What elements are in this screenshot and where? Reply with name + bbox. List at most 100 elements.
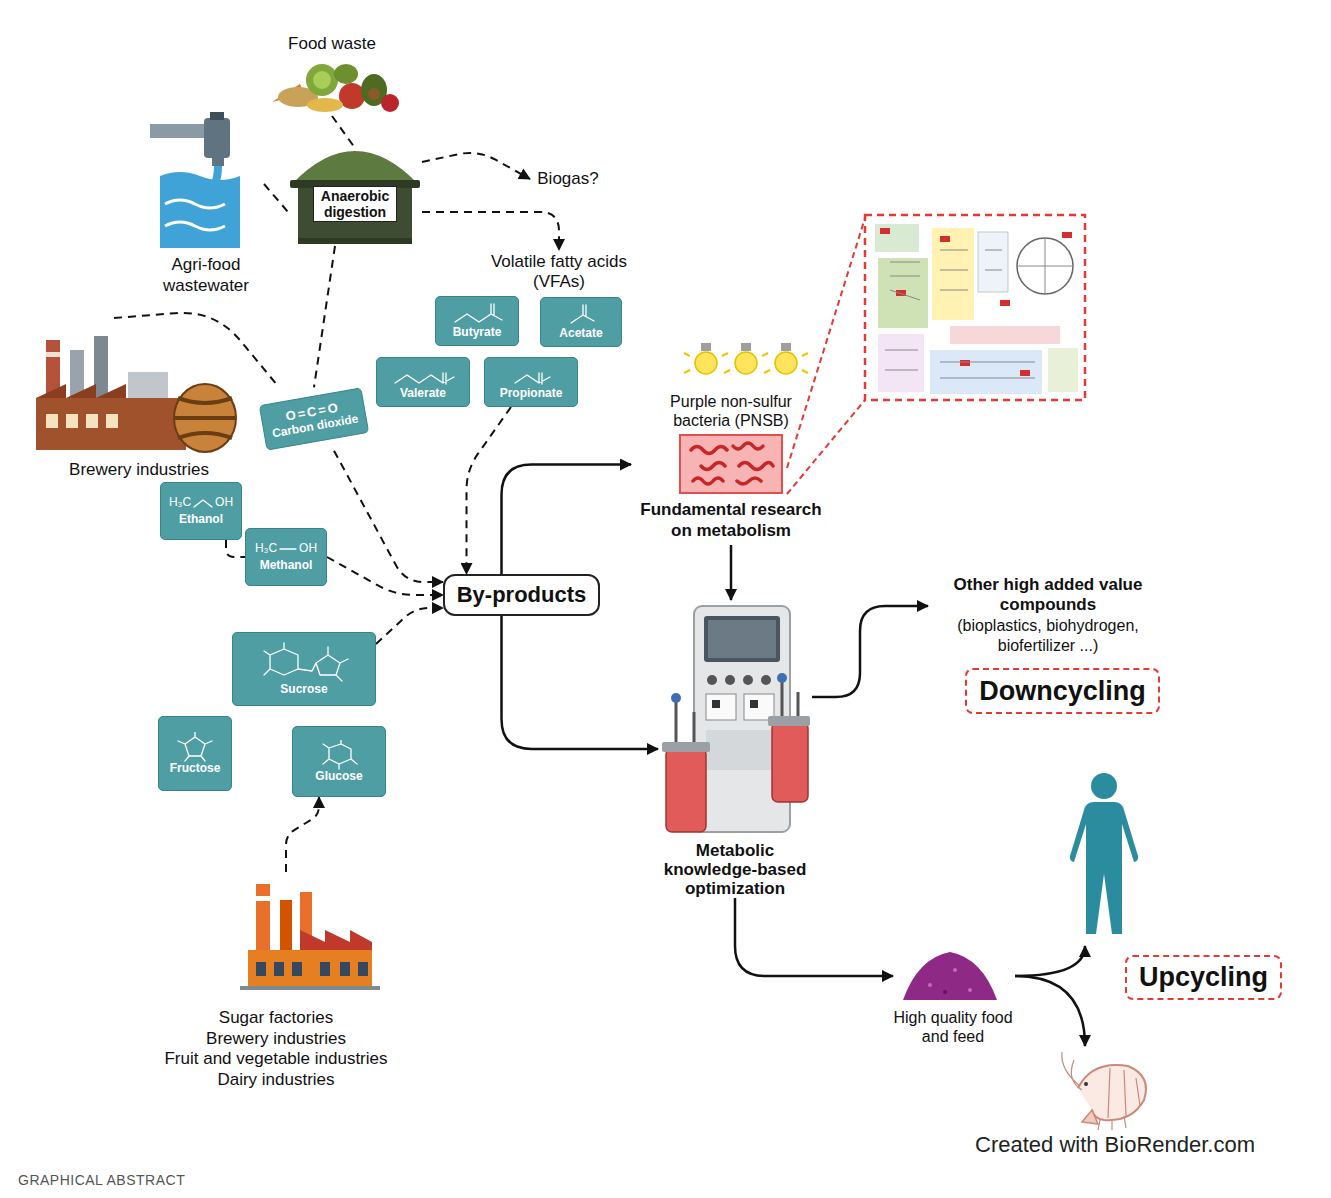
shrimp-figure-part	[1062, 1052, 1126, 1130]
wastewater-icon-part	[160, 172, 240, 248]
metabolic-map-inset-part	[1048, 348, 1078, 392]
metabolic-map-inset-part	[932, 228, 974, 320]
product-label: Biogas?	[530, 166, 606, 192]
digester-illustration-part	[292, 151, 418, 184]
brewery-icon-part	[36, 384, 126, 398]
brewery-icon-part	[174, 384, 236, 452]
structure-drawing-line	[515, 373, 550, 384]
food-waste-icon-part	[368, 88, 380, 100]
structure-drawing-line	[264, 643, 348, 681]
figure-caption: Agri-food wastewater	[148, 255, 264, 296]
light-bulbs-part	[684, 353, 808, 373]
human-figure-part	[1091, 773, 1117, 799]
product-heading: Other high added value compounds	[928, 575, 1168, 616]
dashed-connector	[114, 313, 279, 387]
bacteria-culture-box	[679, 434, 783, 494]
bioreactor-icon-part	[707, 675, 717, 685]
metabolic-map-inset-part	[930, 350, 1042, 394]
molecule-box: Butyrate	[435, 296, 519, 346]
molecule-box: Acetate	[540, 297, 622, 347]
metabolic-map-inset-part	[865, 215, 1085, 400]
molecule-name: Methanol	[260, 559, 313, 573]
molecule-box: Sucrose	[232, 632, 376, 706]
molecule-box: Fructose	[158, 716, 232, 791]
hub-label: By-products	[457, 582, 587, 608]
chemical-formula: OH	[215, 495, 233, 509]
text-label: Volatile fatty acids (VFAs)	[490, 252, 628, 293]
factory-icon-part	[240, 986, 380, 990]
metabolic-map-inset-part	[1062, 232, 1072, 238]
category-tag: Upcycling	[1125, 955, 1282, 1000]
hub-box: By-products	[443, 574, 600, 616]
molecule-name: Fructose	[170, 762, 221, 776]
figure-caption: Metabolic knowledge-based optimization	[658, 841, 812, 898]
digester-illustration-part	[298, 182, 412, 244]
product-examples: (bioplastics, biohydrogen, biofertilizer…	[928, 616, 1168, 656]
structure-drawing-line	[178, 732, 212, 761]
bioreactor-icon-part	[666, 748, 706, 832]
molecule-name: Ethanol	[179, 513, 223, 527]
bioreactor-icon-part	[671, 693, 681, 703]
structure-drawing-line	[194, 500, 212, 507]
chemical-formula: H₃C	[169, 495, 191, 509]
bioreactor-icon-part	[750, 700, 758, 708]
bioreactor-icon-part	[777, 673, 787, 683]
figure-caption: Brewery industries	[69, 460, 209, 480]
powder-icon	[903, 952, 997, 1000]
structure-drawing	[449, 302, 505, 326]
figure-caption: High quality food and feed	[893, 1008, 1013, 1046]
structure-drawing	[389, 363, 457, 387]
factory-icon-part	[274, 962, 284, 976]
structure-drawing	[509, 363, 553, 387]
dashed-connector	[314, 246, 335, 387]
molecule-name: Acetate	[559, 327, 602, 341]
food-waste-icon-part	[307, 98, 343, 112]
metabolic-map-inset-part	[885, 238, 1073, 378]
shrimp-figure-part	[1078, 1065, 1146, 1120]
group-heading: Volatile fatty acids (VFAs)	[490, 250, 628, 294]
chemical-formula: H₃C	[255, 541, 277, 555]
dashed-connector	[286, 797, 319, 872]
factory-icon-part	[292, 962, 302, 976]
metabolic-map-inset	[865, 215, 1085, 400]
bioreactor-icon-part	[768, 716, 810, 726]
structure-drawing-line	[323, 740, 357, 769]
food-waste-icon-part	[334, 64, 358, 84]
molecule-name: Butyrate	[453, 326, 502, 340]
flow-arrow	[502, 465, 632, 575]
wastewater-icon	[150, 112, 240, 248]
dashed-connector	[467, 407, 512, 574]
illustration-node: Food waste	[262, 34, 402, 116]
figure-caption: Food waste	[288, 34, 376, 54]
structure-drawing	[193, 497, 213, 509]
factory-icon-part	[248, 950, 372, 988]
organism-box: Purple non-sulfur bacteria (PNSB)Fundame…	[631, 392, 831, 545]
dashed-connector	[422, 212, 559, 250]
dashed-connector	[226, 540, 245, 557]
factory-icon-part	[256, 962, 266, 976]
illustration-node: Sugar factoriesBrewery industriesFruit a…	[141, 872, 411, 1090]
dashed-connector	[264, 184, 288, 212]
powder-icon-part	[968, 988, 972, 992]
brewery-icon-part	[94, 336, 108, 400]
wastewater-icon-part	[165, 200, 225, 230]
bioreactor-icon-part	[706, 694, 736, 720]
food-waste-icon	[272, 64, 399, 112]
food-waste-icon-part	[381, 94, 399, 112]
structure-drawing	[317, 740, 361, 770]
formula-row: H₃C OH	[169, 495, 233, 509]
digester-illustration	[290, 151, 420, 244]
digester-node: Anaerobic digestion	[288, 148, 422, 246]
shrimp-figure	[1062, 1052, 1146, 1130]
section-heading: Fundamental research on metabolism	[631, 500, 831, 541]
human-figure-part	[1070, 802, 1138, 934]
wastewater-icon-part	[204, 118, 230, 158]
figure-caption: Brewery industries	[206, 1029, 346, 1049]
metabolic-map-inset-part	[880, 228, 890, 234]
illustration-node: Brewery industries	[28, 318, 250, 480]
bioreactor-icon-part	[712, 700, 720, 708]
wastewater-icon-part	[204, 166, 218, 200]
metabolic-map-inset-part	[960, 360, 970, 366]
